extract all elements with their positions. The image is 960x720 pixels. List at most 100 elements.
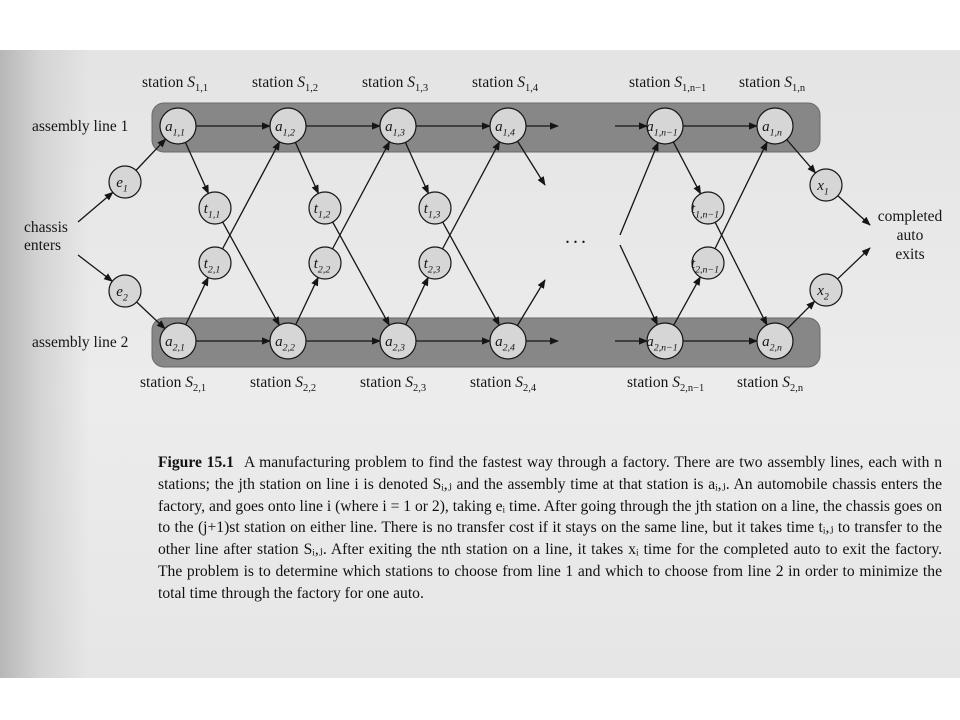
exit-node <box>809 168 843 202</box>
exit-node-label: x1 <box>816 178 829 198</box>
arrow <box>184 142 210 195</box>
arrow <box>837 195 871 226</box>
transfer-node-top-label: t1,2 <box>314 201 331 221</box>
transfer-node-top-label: t1,1 <box>204 201 221 221</box>
station-node-line-1 <box>269 107 307 145</box>
station-node-line-2-label: a2,1 <box>165 334 185 354</box>
arrow <box>517 140 546 186</box>
station-node-line-2 <box>379 322 417 360</box>
transfer-node-bottom-label: t2,n−1 <box>691 256 719 276</box>
arrow <box>332 221 390 327</box>
arrow <box>295 276 319 326</box>
arrow <box>673 276 701 326</box>
station-node-line-1-label: a1,2 <box>275 119 295 139</box>
transfer-node-top <box>308 191 342 225</box>
station-label-bottom: station S2,n−1 <box>627 374 704 394</box>
transfer-node-bottom <box>691 246 725 280</box>
transfer-node-top <box>418 191 452 225</box>
arrow <box>516 279 546 326</box>
arrow <box>136 301 166 330</box>
assembly-line-2-band <box>151 317 821 368</box>
transfer-node-bottom <box>308 246 342 280</box>
station-node-line-2-label: a2,3 <box>385 334 405 354</box>
figure-label: Figure 15.1 <box>158 454 234 471</box>
station-node-line-1 <box>646 107 684 145</box>
ellipsis: ... <box>565 226 589 248</box>
station-node-line-1 <box>489 107 527 145</box>
station-label-top: station S1,2 <box>252 74 318 94</box>
station-label-bottom: station S2,n <box>737 374 804 394</box>
entry-node-label: e1 <box>116 175 128 195</box>
page-shadow <box>0 50 90 678</box>
arrow <box>185 276 209 326</box>
station-node-line-1-label: a1,n−1 <box>646 119 677 139</box>
station-label-bottom: station S2,4 <box>470 374 537 394</box>
transfer-node-top-label: t1,3 <box>424 201 441 221</box>
transfer-node-bottom-label: t2,1 <box>204 256 221 276</box>
chassis-label: enters <box>24 237 61 254</box>
station-node-line-2 <box>489 322 527 360</box>
arrow <box>294 142 320 195</box>
arrow <box>837 247 871 280</box>
station-node-line-1-label: a1,3 <box>385 119 405 139</box>
station-node-line-2 <box>646 322 684 360</box>
station-label-top: station S1,4 <box>472 74 539 94</box>
station-node-line-1-label: a1,4 <box>495 119 515 139</box>
station-label-top: station S1,n <box>739 74 806 94</box>
arrow <box>405 276 429 326</box>
exit-label: completed <box>878 208 943 225</box>
station-node-line-2-label: a2,2 <box>275 334 295 354</box>
station-label-bottom: station S2,2 <box>250 374 316 394</box>
exit-node <box>809 273 843 307</box>
arrow <box>442 221 500 327</box>
transfer-node-bottom-label: t2,2 <box>314 256 331 276</box>
station-label-top: station S1,3 <box>362 74 428 94</box>
entry-node-label: e2 <box>116 284 128 304</box>
arrow <box>77 254 114 282</box>
arrow <box>441 141 501 250</box>
station-node-line-2 <box>269 322 307 360</box>
arrow <box>786 139 817 174</box>
station-node-line-2 <box>159 322 197 360</box>
arrow <box>404 142 430 195</box>
station-node-line-2-label: a2,n−1 <box>646 334 677 354</box>
station-node-line-2-label: a2,n <box>762 334 782 354</box>
station-node-line-1 <box>379 107 417 145</box>
entry-node <box>108 274 142 308</box>
station-node-line-1-label: a1,1 <box>165 119 185 139</box>
caption-text: A manufacturing problem to find the fast… <box>158 454 942 602</box>
station-node-line-2 <box>756 322 794 360</box>
entry-node <box>108 165 142 199</box>
chassis-label: chassis <box>24 219 68 236</box>
transfer-node-bottom <box>198 246 232 280</box>
arrow <box>135 138 167 171</box>
exit-node-label: x2 <box>816 283 829 303</box>
exit-label: auto <box>897 227 924 244</box>
arrow <box>619 244 658 326</box>
station-label-bottom: station S2,3 <box>360 374 426 394</box>
arrow <box>619 141 659 236</box>
station-node-line-1 <box>159 107 197 145</box>
assembly-line-2-label: assembly line 2 <box>32 334 128 351</box>
transfer-node-top <box>198 191 232 225</box>
exit-label: exits <box>895 246 924 263</box>
transfer-node-bottom <box>418 246 452 280</box>
station-node-line-1-label: a1,n <box>762 119 782 139</box>
station-node-line-2-label: a2,4 <box>495 334 515 354</box>
arrow <box>672 141 702 195</box>
arrow <box>787 300 816 329</box>
assembly-line-1-band <box>151 102 821 153</box>
arrow <box>331 141 391 250</box>
arrow <box>221 141 281 250</box>
transfer-node-top <box>691 191 725 225</box>
station-label-top: station S1,1 <box>142 74 208 94</box>
assembly-line-1-label: assembly line 1 <box>32 118 128 135</box>
station-node-line-1 <box>756 107 794 145</box>
station-label-top: station S1,n−1 <box>629 74 706 94</box>
transfer-node-bottom-label: t2,3 <box>424 256 441 276</box>
transfer-node-top-label: t1,n−1 <box>691 201 719 221</box>
station-label-bottom: station S2,1 <box>140 374 206 394</box>
arrow <box>714 141 768 249</box>
